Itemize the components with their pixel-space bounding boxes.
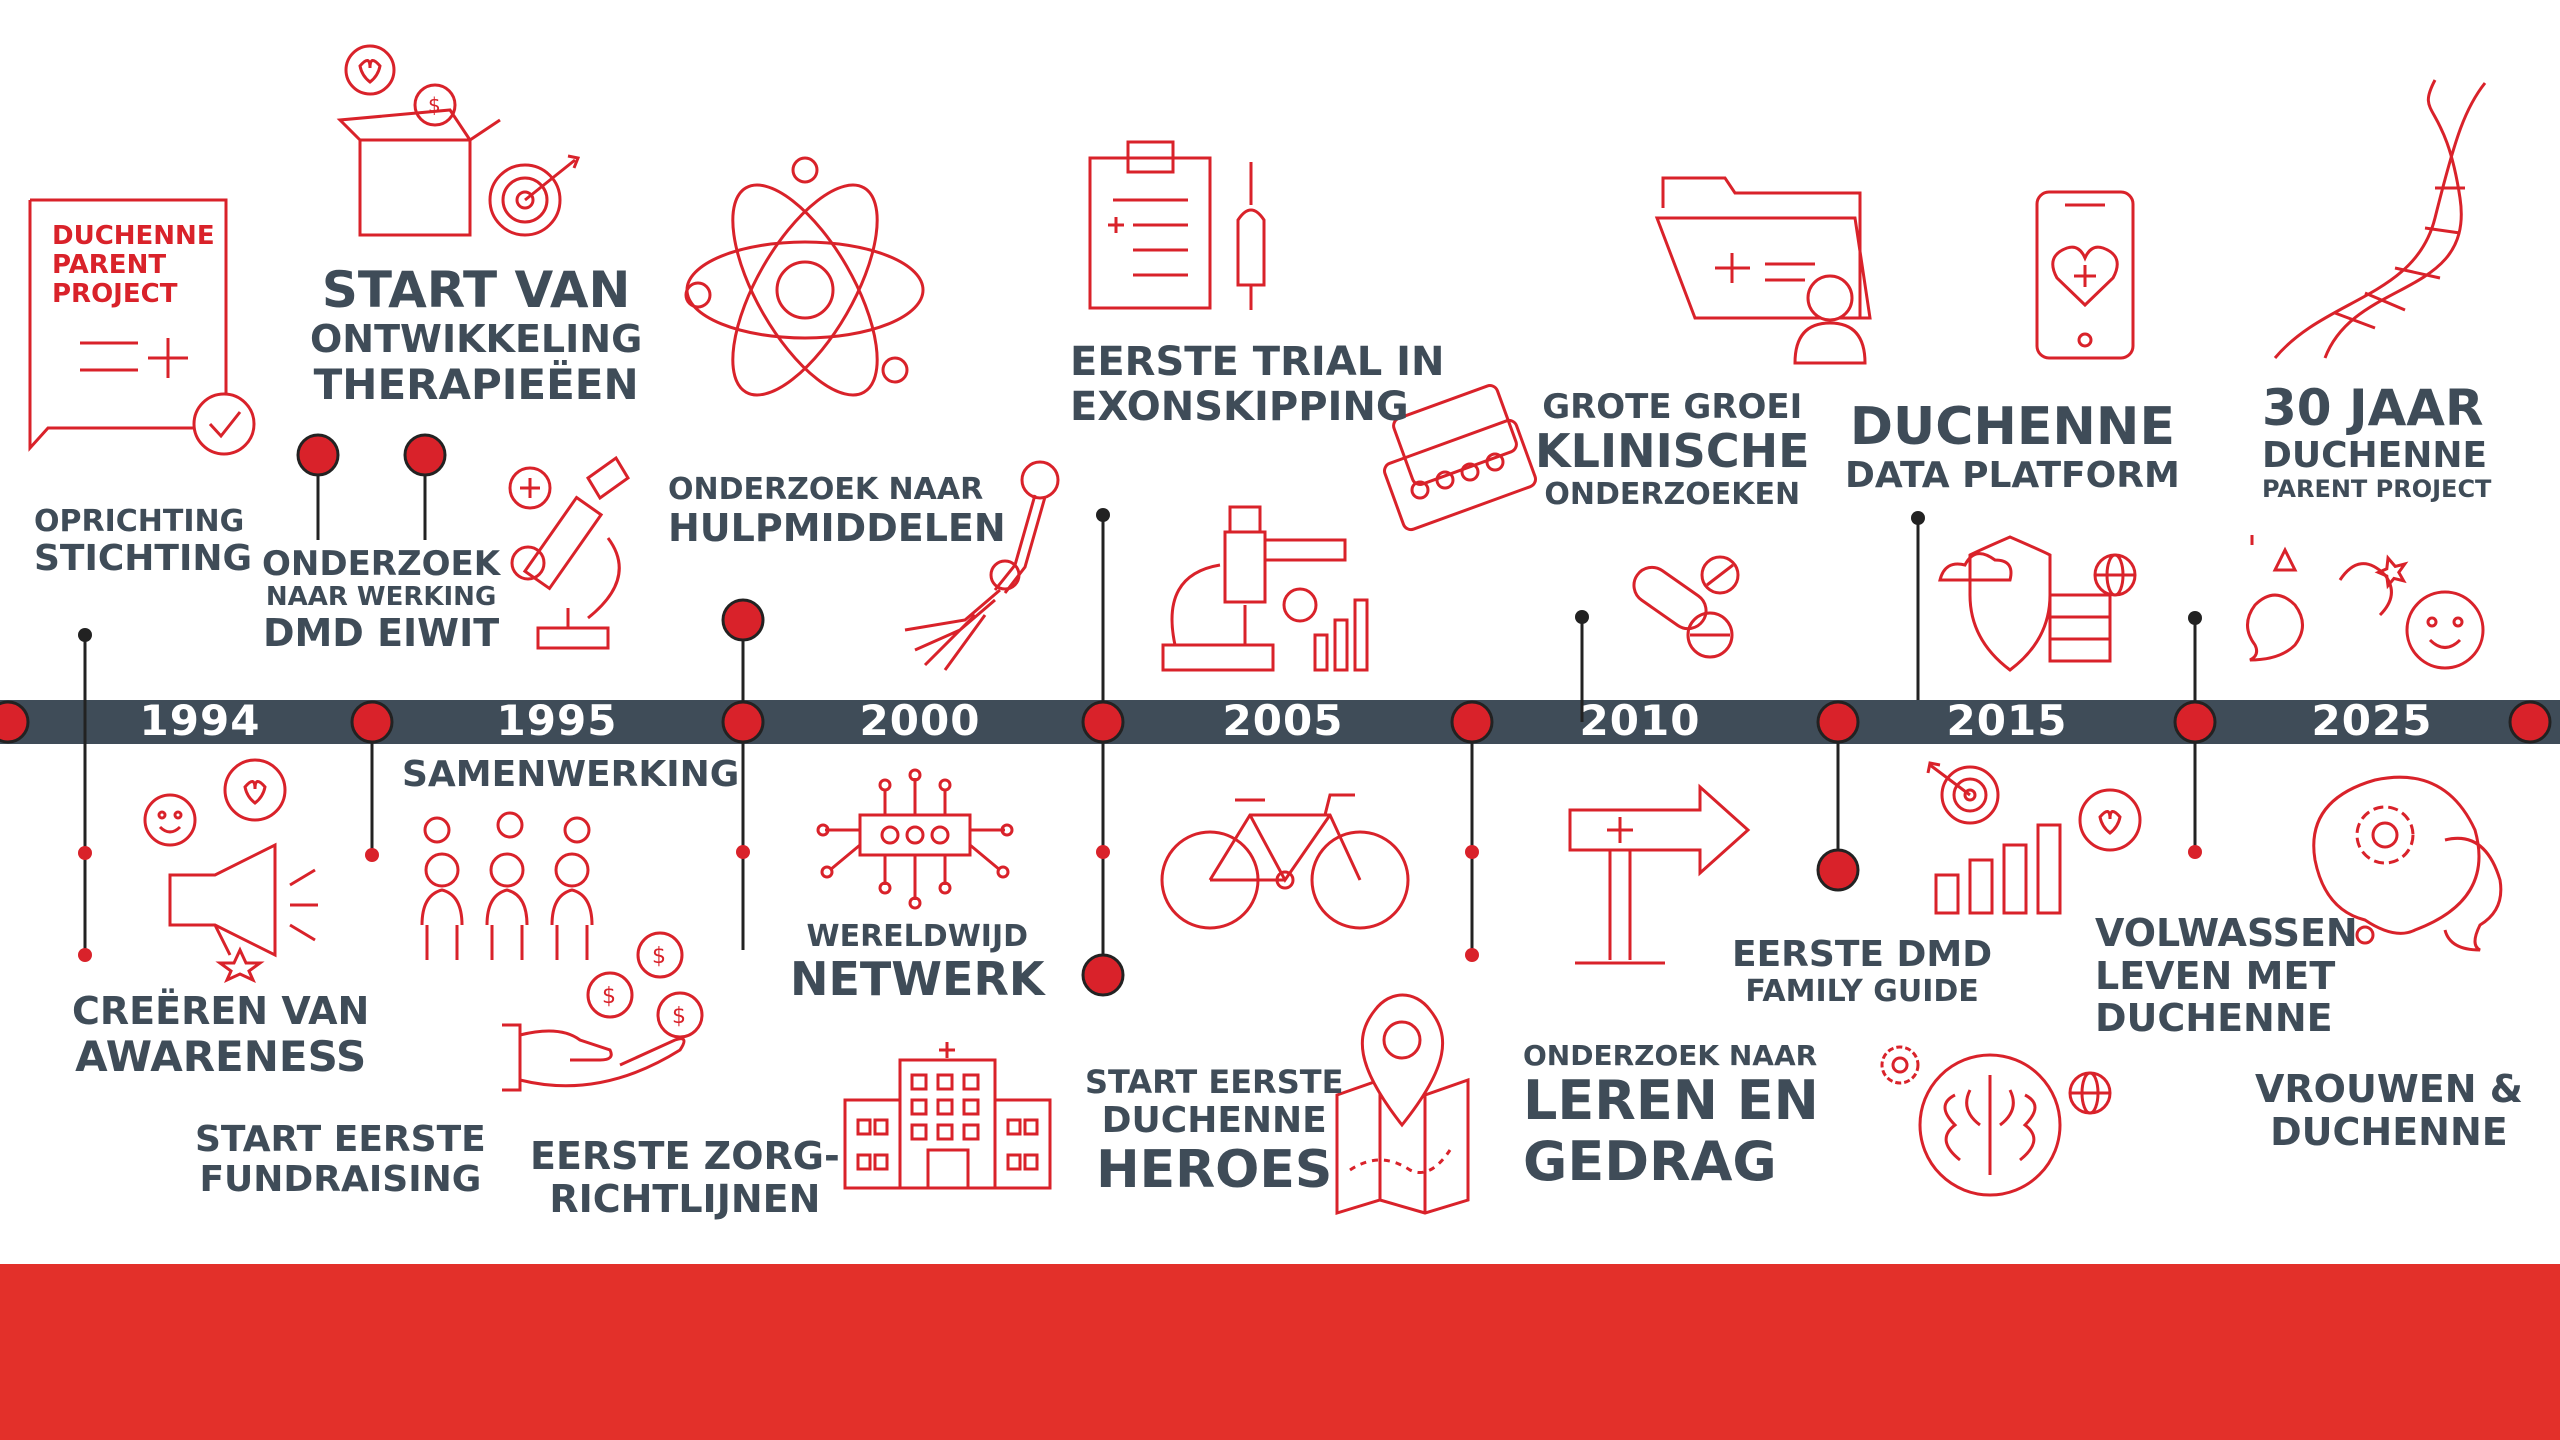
shield-server-icon xyxy=(1940,535,2140,670)
footer-band xyxy=(0,1264,2560,1440)
social-bubbles-icon xyxy=(2250,540,2485,675)
milestone-marker xyxy=(721,598,765,642)
microscope-icon xyxy=(508,458,638,658)
label-onderzoek-dmd-eiwit: ONDERZOEK NAAR WERKING DMD EIWIT xyxy=(262,544,501,656)
megaphone-icon xyxy=(140,755,340,980)
connector-dot xyxy=(78,948,92,962)
svg-text:$: $ xyxy=(652,944,666,969)
label-family-guide: EERSTE DMD FAMILY GUIDE xyxy=(1732,934,1993,1010)
signpost-icon xyxy=(1560,785,1750,970)
svg-text:$: $ xyxy=(602,984,616,1009)
year-label-2005: 2005 xyxy=(1222,696,1344,745)
connector-dot xyxy=(1096,508,1110,522)
label-onderzoek-hulpmiddelen: ONDERZOEK NAAR HULPMIDDELEN xyxy=(668,472,1006,550)
label-leren-en-gedrag: ONDERZOEK NAAR LEREN EN GEDRAG xyxy=(1523,1039,1819,1193)
year-label-2010: 2010 xyxy=(1579,696,1701,745)
year-label-1995: 1995 xyxy=(496,696,618,745)
connector-dot xyxy=(78,846,92,860)
target-icon xyxy=(480,150,590,240)
connector-dot xyxy=(365,848,379,862)
document-check-icon xyxy=(28,198,258,448)
label-volwassen-leven: VOLWASSEN LEVEN MET DUCHENNE xyxy=(2095,911,2358,1041)
label-creeren-awareness: CREËREN VAN AWARENESS xyxy=(72,989,370,1081)
pills-icon xyxy=(1625,550,1745,665)
hand-coins-icon: $ $ $ xyxy=(500,930,705,1100)
label-duchenne-heroes: START EERSTE DUCHENNE HEROES xyxy=(1085,1063,1344,1201)
connector-dot xyxy=(78,628,92,642)
atom-icon xyxy=(680,150,930,410)
pill-strip-icon xyxy=(1380,380,1540,530)
label-eerste-zorgrichtlijnen: EERSTE ZORG- RICHTLIJNEN xyxy=(530,1134,840,1221)
bicycle-icon xyxy=(1160,775,1410,935)
label-30-jaar: 30 JAAR DUCHENNE PARENT PROJECT xyxy=(2262,379,2492,504)
robotic-arm-icon xyxy=(885,455,1075,675)
year-label-2000: 2000 xyxy=(859,696,981,745)
bar-target-icon xyxy=(1900,755,2150,915)
svg-text:$: $ xyxy=(672,1004,686,1029)
map-pin-icon xyxy=(1335,985,1470,1215)
connector-dot xyxy=(736,845,750,859)
milestone-marker xyxy=(296,433,340,477)
year-label-2025: 2025 xyxy=(2311,696,2433,745)
clipboard-icon xyxy=(1088,140,1213,310)
connector-dot xyxy=(2188,845,2202,859)
dna-icon xyxy=(2265,78,2490,363)
label-samenwerking: SAMENWERKING xyxy=(402,754,740,795)
lab-equipment-icon xyxy=(1155,505,1385,675)
connector-dot xyxy=(1911,511,1925,525)
label-eerste-trial: EERSTE TRIAL IN EXONSKIPPING xyxy=(1070,339,1445,430)
folder-medical-icon xyxy=(1655,168,1885,368)
gear-bubbles-icon xyxy=(2305,770,2515,950)
people-group-icon xyxy=(412,815,602,965)
year-label-2015: 2015 xyxy=(1946,696,2068,745)
milestone-marker xyxy=(1816,848,1860,892)
label-oprichting-stichting: OPRICHTING STICHTING xyxy=(34,504,253,579)
gift-box-icon: $ xyxy=(330,40,550,240)
year-label-1994: 1994 xyxy=(139,696,261,745)
connector-dot xyxy=(1575,610,1589,624)
label-klinische-onderzoeken: GROTE GROEI KLINISCHE ONDERZOEKEN xyxy=(1535,387,1810,512)
label-data-platform: DUCHENNE DATA PLATFORM xyxy=(1845,397,2180,497)
connector-dot xyxy=(2188,611,2202,625)
brain-icon xyxy=(1875,1035,2115,1200)
milestone-marker xyxy=(1081,953,1125,997)
network-chip-icon xyxy=(815,770,1015,910)
hospital-icon xyxy=(840,1040,1055,1190)
label-start-van-ontwikkeling: START VAN ONTWIKKELING THERAPIEËEN xyxy=(310,261,643,409)
label-vrouwen-duchenne: VROUWEN & DUCHENNE xyxy=(2255,1067,2523,1154)
label-wereldwijd-netwerk: WERELDWIJD NETWERK xyxy=(790,919,1045,1006)
milestone-marker xyxy=(403,433,447,477)
svg-text:$: $ xyxy=(428,93,441,117)
connector-dot xyxy=(1465,845,1479,859)
connector-dot xyxy=(1465,948,1479,962)
phone-heart-icon xyxy=(2035,190,2135,360)
syringe-icon xyxy=(1226,160,1276,310)
timeline-bar xyxy=(0,700,2560,744)
label-eerste-fundraising: START EERSTE FUNDRAISING xyxy=(195,1119,486,1201)
connector-dot xyxy=(1096,845,1110,859)
